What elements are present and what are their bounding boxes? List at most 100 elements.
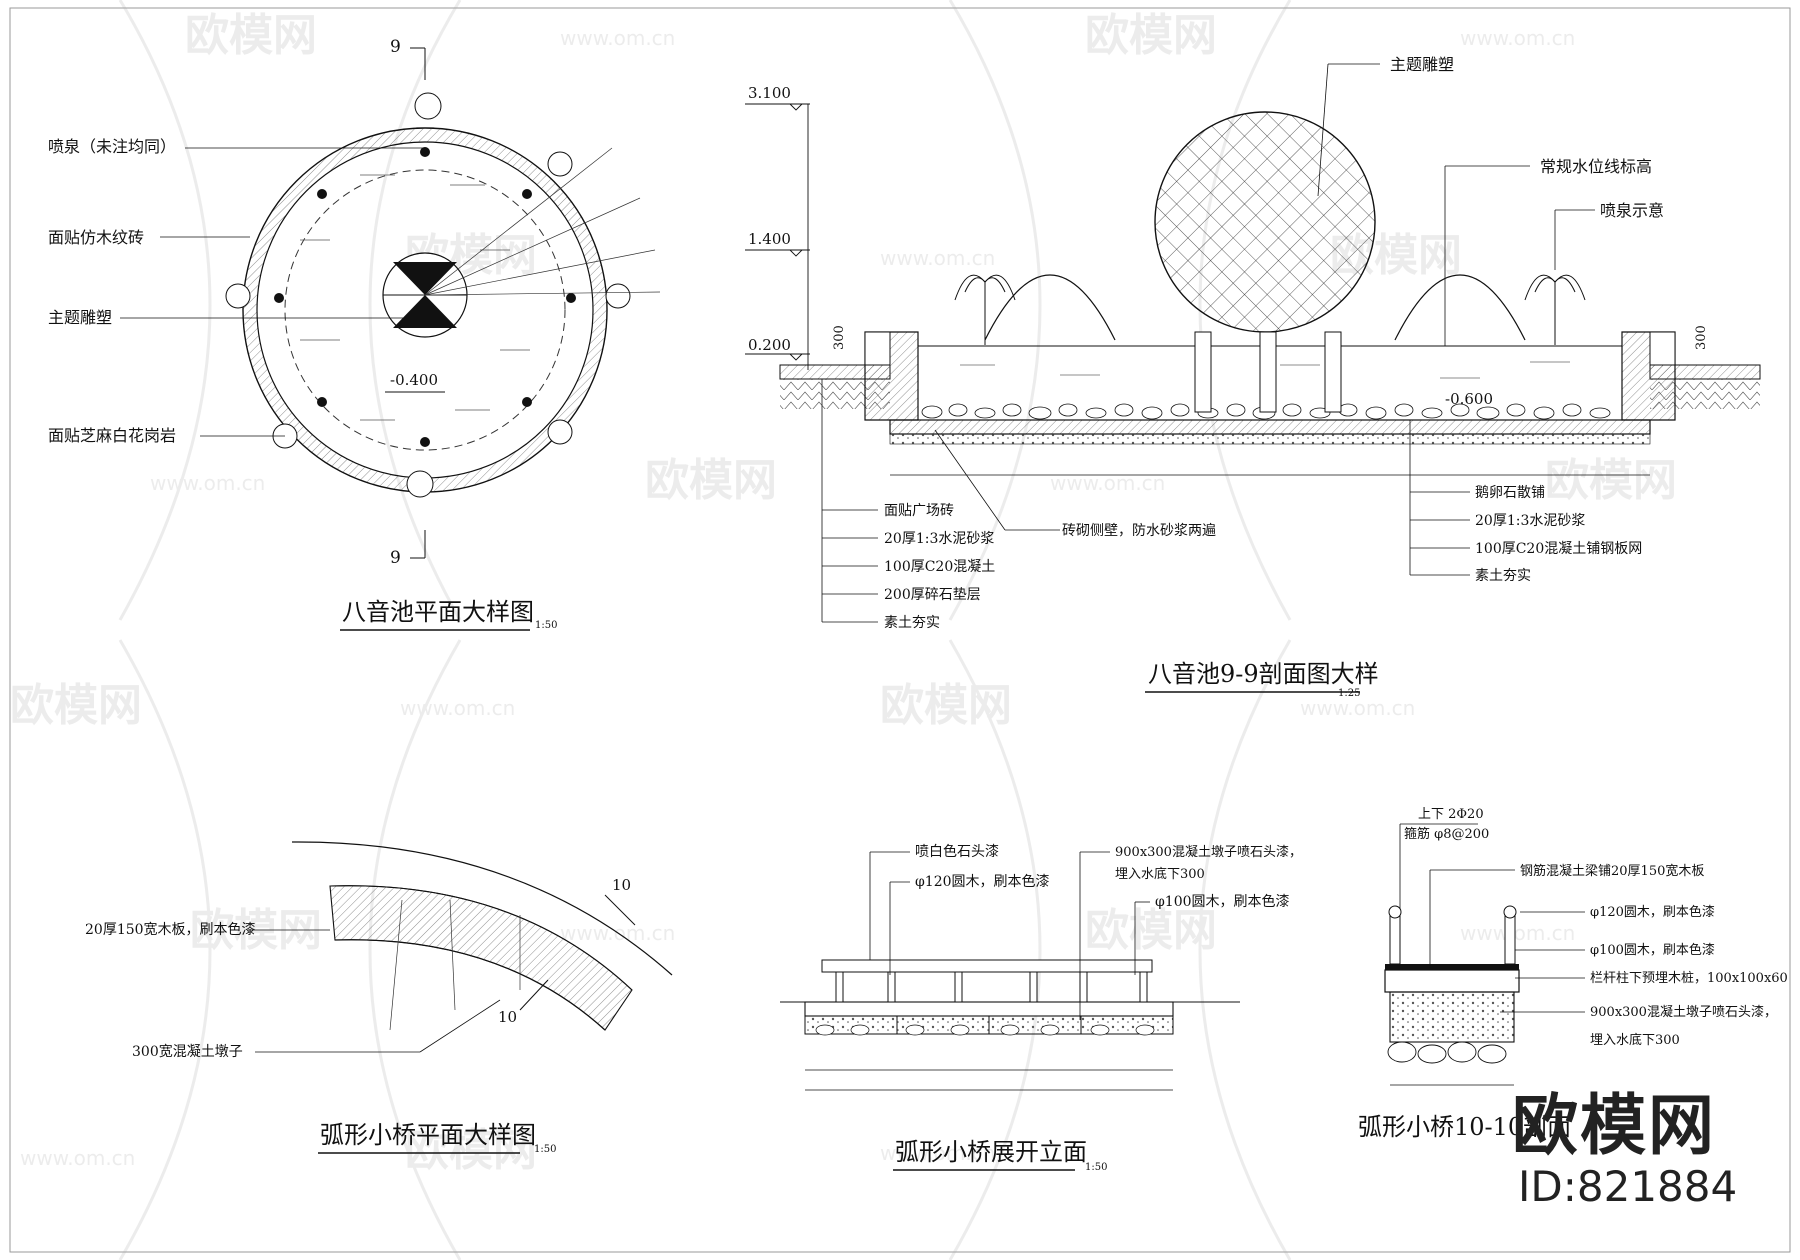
fountain-spray-left (954, 274, 1016, 345)
bridge-section-leaders (1429, 869, 1585, 1013)
bridge-section-mark-top: 10 (612, 876, 631, 894)
watermark-url: www.om.cn (1460, 921, 1575, 945)
bridge-outer-arc (291, 841, 673, 976)
pool-right-curb (1649, 331, 1676, 366)
plan-label-granite: 面贴芝麻白花岗岩 (48, 426, 176, 445)
fountain-arc-right (1394, 274, 1526, 341)
watermark-logo: 欧模网 (190, 905, 322, 956)
bridge-cut-bottom (519, 979, 549, 1011)
elev-label-pier-2: 埋入水底下300 (1115, 866, 1205, 882)
bridge-section-label-pier: 900x300混凝土墩子喷石头漆， (1590, 1004, 1777, 1020)
bridge-plan-title: 弧形小桥平面大样图 (320, 1121, 536, 1149)
left-layer-4: 200厚碎石垫层 (884, 587, 981, 603)
brand-logo-text: 欧模网 (1512, 1087, 1716, 1164)
brand-id: ID:821884 (1518, 1162, 1738, 1211)
watermark-logo: 欧模网 (405, 1125, 537, 1176)
right-layer-4: 素土夯实 (1475, 568, 1531, 584)
water-lines (960, 361, 1570, 379)
fountain-nozzles (274, 147, 576, 447)
sheet-border (9, 7, 1791, 1253)
bridge-inner-arc (334, 939, 606, 1031)
section-beam (1384, 969, 1520, 993)
left-layer-3: 100厚C20混凝土 (884, 559, 995, 575)
section-elev-minus: -0.600 (1445, 390, 1493, 408)
elev-1400: 1.400 (748, 230, 791, 248)
mid-label-wall: 砖砌侧壁，防水砂浆两遍 (1062, 523, 1216, 539)
watermark-logo: 欧模网 (645, 455, 777, 506)
section-label-water-level: 常规水位线标高 (1540, 157, 1652, 176)
watermark-url: www.om.cn (1460, 26, 1575, 50)
pool-slab (889, 419, 1651, 435)
watermark-logo: 欧模网 (1545, 455, 1677, 506)
watermark-logo: 欧模网 (10, 680, 142, 731)
pool-plan-view: 9 9 -0.400 喷泉（未注均同） 面贴仿木纹砖 主题雕塑 面贴芝麻白花岗岩… (48, 37, 661, 631)
elev-3100: 3.100 (748, 84, 791, 102)
pool-gravel-base (889, 433, 1651, 445)
watermark-url: www.om.cn (1050, 471, 1165, 495)
elev-deck (804, 1001, 1174, 1017)
pool-section-view: 3.100 1.400 0.200 (745, 55, 1761, 699)
sculpture-sphere (1154, 111, 1376, 333)
elev-label-pier: 900x300混凝土墩子喷石头漆， (1115, 844, 1302, 860)
left-stack-ticks (822, 509, 878, 623)
watermark-arcs (118, 0, 1292, 1260)
plan-section-mark-top: 9 (390, 37, 401, 57)
bridge-section-title: 弧形小桥10-10剖面 (1358, 1113, 1571, 1141)
watermark-url: www.om.cn (150, 471, 265, 495)
rebar-2: 箍筋 φ8@200 (1404, 826, 1489, 842)
bridge-plan-label-plank: 20厚150宽木板，刷本色漆 (85, 921, 256, 938)
bridge-section-label-log120: φ120圆木，刷本色漆 (1590, 904, 1715, 920)
section-rocks (1387, 1041, 1507, 1064)
watermark-logo: 欧模网 (185, 10, 317, 61)
fountain-arc-left (984, 274, 1116, 341)
section-deck (1385, 964, 1519, 970)
rebar-1: 上下 2Φ20 (1418, 807, 1484, 822)
plan-title: 八音池平面大样图 (342, 598, 534, 626)
section-pier (1389, 991, 1515, 1043)
watermark-url: www.om.cn (1300, 696, 1415, 720)
elevation-marks (745, 103, 810, 370)
plan-section-mark-bottom: 9 (390, 548, 401, 568)
pebbles (921, 403, 1611, 420)
bridge-elevation-scale: 1:50 (1085, 1162, 1107, 1173)
radius-lines (424, 147, 661, 296)
elev-0200: 0.200 (748, 336, 791, 354)
watermark-logo: 欧模网 (880, 680, 1012, 731)
pool-left-curb (864, 331, 891, 366)
plan-label-fountain: 喷泉（未注均同） (48, 137, 176, 156)
section-label-sculpture: 主题雕塑 (1390, 55, 1454, 74)
section-label-fountain: 喷泉示意 (1600, 201, 1664, 220)
plan-leaders (120, 147, 425, 437)
bridge-plan-view: 10 10 20厚150宽木板，刷本色漆 300宽混凝土墩子 弧形小桥平面大样图… (85, 841, 673, 1155)
plan-label-wood-tile: 面贴仿木纹砖 (48, 228, 144, 247)
plan-elevation: -0.400 (390, 371, 438, 389)
elev-label-log120: φ120圆木，刷本色漆 (915, 873, 1050, 890)
watermark-url: www.om.cn (400, 696, 515, 720)
section-post-right-cap (1503, 905, 1517, 919)
watermark-url: www.om.cn (880, 246, 995, 270)
bridge-elevation-view: 喷白色石头漆 φ120圆木，刷本色漆 900x300混凝土墩子喷石头漆， 埋入水… (780, 843, 1302, 1173)
fountain-ring (284, 169, 566, 451)
bridge-section-label-pile: 栏杆柱下预埋木桩，100x100x60 (1590, 971, 1788, 986)
leader-pier-d (419, 999, 501, 1053)
left-layer-1: 面贴广场砖 (884, 503, 954, 519)
bridge-plan-label-pier: 300宽混凝土墩子 (132, 1043, 243, 1060)
right-layer-1: 鹅卵石散铺 (1475, 484, 1545, 501)
bridge-section-view: 上下 2Φ20 箍筋 φ8@200 钢筋混凝土梁铺20厚150宽木板 φ120圆… (1358, 807, 1788, 1141)
dim-300-left: 300 (832, 325, 847, 350)
section-post-left-cap (1388, 905, 1402, 919)
section-post-right (1504, 911, 1516, 965)
section-title: 八音池9-9剖面图大样 (1148, 660, 1379, 688)
watermark-url: www.om.cn (20, 1146, 135, 1170)
elev-pier-stones (815, 1024, 1155, 1036)
watermark-logo: 欧模网 (1085, 905, 1217, 956)
fountain-spray-right (1524, 274, 1586, 345)
bridge-section-label-log100: φ100圆木，刷本色漆 (1590, 942, 1715, 958)
bridge-plan-dims (389, 899, 521, 1031)
dim-300-right: 300 (1694, 325, 1709, 350)
elev-label-log100: φ100圆木，刷本色漆 (1155, 893, 1290, 910)
bridge-deck (329, 885, 633, 1031)
elev-posts (835, 971, 1148, 1003)
bridge-cut-top (604, 894, 636, 926)
